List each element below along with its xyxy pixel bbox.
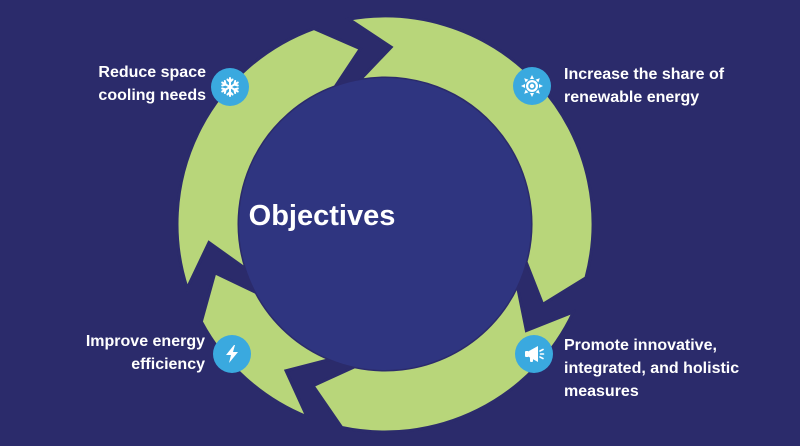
objective-line: measures [564, 383, 639, 400]
objective-line: integrated, and holistic [564, 360, 740, 377]
objective-label-top-left: Reduce space cooling needs [98, 61, 206, 107]
objective-line: renewable energy [564, 89, 700, 106]
objective-line: efficiency [131, 356, 205, 373]
lightning-bolt-icon [213, 335, 251, 373]
center-title: Objectives [248, 200, 396, 232]
objective-line: Increase the share of [564, 66, 725, 83]
center-circle [239, 78, 531, 370]
objective-line: cooling needs [98, 87, 206, 104]
sun-gear-icon [513, 67, 551, 105]
objective-label-bottom-left: Improve energy efficiency [86, 330, 205, 376]
objective-label-bottom-right: Promote innovative, integrated, and holi… [564, 334, 739, 403]
megaphone-icon [515, 335, 553, 373]
objective-line: Reduce space [98, 64, 206, 81]
objective-label-top-right: Increase the share of renewable energy [564, 63, 724, 109]
objective-line: Promote innovative, [564, 337, 717, 354]
snowflake-icon [211, 68, 249, 106]
objective-line: Improve energy [85, 333, 205, 350]
